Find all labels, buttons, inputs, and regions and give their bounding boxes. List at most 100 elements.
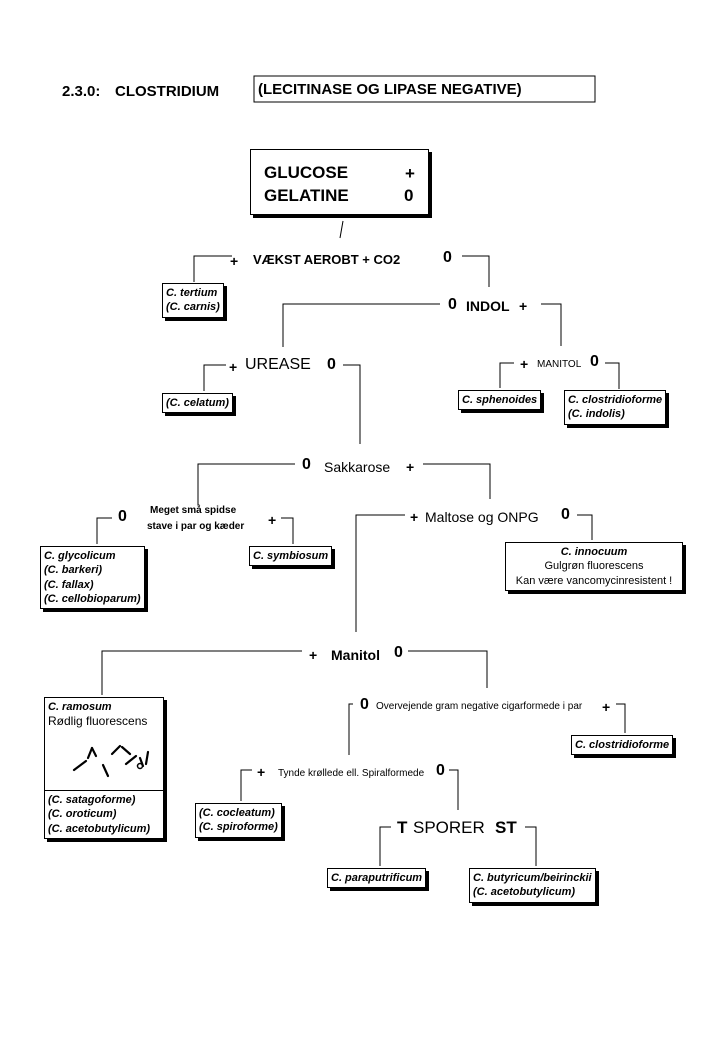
paraputrificum-name: C. paraputrificum	[331, 872, 423, 884]
cigar-right-bracket	[616, 703, 626, 733]
indolis-name: (C. indolis)	[568, 408, 625, 421]
spiral-plus: +	[257, 764, 266, 780]
root-box: GLUCOSE + GELATINE 0	[250, 149, 429, 215]
maltose-left-bracket	[355, 514, 405, 632]
ramosum-fluorescence: Rødlig fluorescens	[48, 714, 148, 729]
symbiosum-box: C. symbiosum	[249, 546, 333, 567]
celatum-box: (C. celatum)	[162, 393, 233, 414]
vaekst-left-bracket	[193, 255, 232, 282]
sporer-label: SPORER	[413, 818, 485, 837]
spiral-zero: 0	[436, 762, 445, 779]
spidse-line2: stave i par og kæder	[147, 521, 245, 532]
spidse-left-bracket	[96, 517, 112, 544]
paraputrificum-box: C. paraputrificum	[327, 868, 427, 889]
cigar-plus: +	[602, 699, 611, 715]
innocuum-box: C. innocuum Gulgrøn fluorescens Kan være…	[505, 542, 683, 591]
manitol-small-plus: +	[520, 356, 529, 372]
sphenoides-box: C. sphenoides	[458, 390, 542, 411]
urease-plus: +	[229, 359, 238, 375]
rod-cells-sketch	[72, 744, 150, 777]
tertium-name: C. tertium	[166, 287, 218, 299]
maltose-zero: 0	[561, 506, 570, 523]
barkeri-name: (C. barkeri)	[44, 564, 103, 577]
gelatine-label: GELATINE	[264, 186, 349, 205]
vaekst-right-bracket	[462, 255, 490, 287]
sporer-left-bracket	[379, 826, 391, 866]
vaekst-label: VÆKST AEROBT + CO2	[253, 252, 401, 267]
cocleatum-box: (C. cocleatum) (C. spiroforme)	[195, 803, 282, 838]
manitol-small-zero: 0	[590, 353, 599, 370]
sakkarose-left-bracket	[197, 463, 295, 505]
satagoforme-name: (C. satagoforme)	[48, 794, 136, 806]
vaekst-plus: +	[230, 253, 239, 269]
acetobutylicum-name: (C. acetobutylicum)	[48, 822, 151, 835]
genus-title: CLOSTRIDIUM	[115, 83, 220, 100]
spiral-label: Tynde krøllede ell. Spiralformede	[278, 768, 425, 779]
manitol-zero: 0	[394, 644, 403, 661]
sporer-left: T	[397, 818, 408, 837]
cellobioparum-name: (C. cellobioparum)	[44, 592, 141, 605]
manitol-small-right-bracket	[605, 362, 620, 389]
acetobutylicum-name-2: (C. acetobutylicum)	[473, 886, 576, 899]
urease-right-bracket	[343, 364, 361, 444]
carnis-name: (C. carnis)	[166, 301, 220, 314]
manitol-left-bracket	[101, 650, 302, 695]
satagoforme-box: (C. satagoforme) (C. oroticum) (C. aceto…	[44, 790, 164, 839]
cocleatum-name: (C. cocleatum)	[199, 807, 275, 819]
indol-plus: +	[519, 298, 528, 314]
manitol-right-bracket	[408, 650, 488, 688]
cigar-zero: 0	[360, 696, 369, 713]
urease-left-bracket	[203, 364, 226, 391]
subtitle-frame	[253, 75, 596, 103]
indol-right-bracket	[541, 303, 562, 346]
manitol-small-left-bracket	[499, 362, 514, 388]
vaekst-zero: 0	[443, 249, 452, 266]
indol-label: INDOL	[466, 298, 510, 314]
gelatine-value: 0	[404, 186, 414, 205]
maltose-plus: +	[410, 509, 419, 525]
celatum-name: (C. celatum)	[166, 397, 229, 409]
sphenoides-name: C. sphenoides	[462, 394, 538, 406]
innocuum-name: C. innocuum	[560, 546, 628, 558]
glucose-label: GLUCOSE	[264, 163, 349, 182]
symbiosum-name: C. symbiosum	[253, 550, 329, 562]
clostridioforme-indolis-box: C. clostridioforme (C. indolis)	[564, 390, 667, 425]
sporer-right-bracket	[525, 826, 537, 866]
spiral-right-bracket	[449, 769, 459, 810]
glycolicum-name: C. glycolicum	[44, 550, 116, 562]
ramosum-name: C. ramosum	[48, 701, 112, 713]
glucose-value: +	[405, 164, 415, 183]
glycolicum-box: C. glycolicum (C. barkeri) (C. fallax) (…	[40, 546, 145, 610]
cigar-label: Overvejende gram negative cigarformede i…	[376, 701, 583, 712]
urease-zero: 0	[327, 356, 336, 373]
manitol-small-label: MANITOL	[537, 359, 582, 370]
clostridioforme-box: C. clostridioforme	[571, 735, 674, 756]
oroticum-name: (C. oroticum)	[48, 808, 117, 821]
urease-label: UREASE	[245, 356, 311, 373]
spidse-plus: +	[268, 512, 277, 528]
sakkarose-right-bracket	[423, 463, 491, 499]
clostridioforme-name: C. clostridioforme	[568, 394, 663, 406]
manitol-label: Manitol	[331, 647, 380, 663]
tertium-box: C. tertium (C. carnis)	[162, 283, 224, 318]
subtitle: (LECITINASE OG LIPASE NEGATIVE)	[258, 81, 522, 98]
spiral-left-bracket	[240, 769, 252, 801]
root-connector	[339, 220, 344, 239]
section-number: 2.3.0:	[62, 83, 101, 100]
butyricum-name: C. butyricum/beirinckii	[473, 872, 592, 884]
spiroforme-name: (C. spiroforme)	[199, 821, 278, 834]
sakkarose-zero: 0	[302, 456, 311, 473]
sakkarose-plus: +	[406, 459, 415, 475]
butyricum-box: C. butyricum/beirinckii (C. acetobutylic…	[469, 868, 596, 903]
clostridioforme-name-2: C. clostridioforme	[575, 739, 670, 751]
indol-left-bracket	[282, 303, 440, 347]
maltose-label: Maltose og ONPG	[425, 509, 539, 525]
fallax-name: (C. fallax)	[44, 578, 94, 591]
manitol-plus: +	[309, 647, 318, 663]
spidse-zero: 0	[118, 508, 127, 525]
spidse-right-bracket	[281, 517, 294, 544]
maltose-right-bracket	[577, 514, 593, 540]
indol-zero: 0	[448, 296, 457, 313]
sakkarose-label: Sakkarose	[324, 459, 391, 475]
